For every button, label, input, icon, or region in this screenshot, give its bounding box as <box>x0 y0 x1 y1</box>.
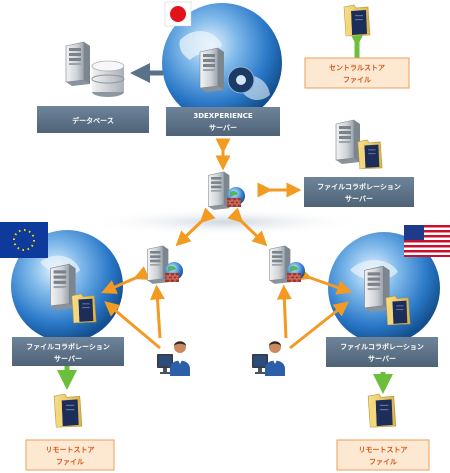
fcs-right-label-box <box>326 337 438 367</box>
remote-store-left-label-box <box>25 439 115 471</box>
fcs-left-node: ファイルコラボレーション サーバー <box>12 263 124 366</box>
server-icon <box>199 47 225 92</box>
folder-icon <box>367 393 397 428</box>
central-store-label-box <box>304 57 410 89</box>
flag-japan-icon <box>164 1 192 27</box>
arrow-hub-to-left-proxy <box>175 207 216 247</box>
fcs-top-node: ファイルコラボレーション サーバー <box>304 119 414 207</box>
fcs-left-label-box <box>12 337 124 366</box>
fcs-right-label-line1: ファイルコラボレーション <box>340 342 424 351</box>
folder-icon <box>53 393 83 428</box>
user-icon <box>157 341 190 376</box>
server-icon <box>335 119 361 164</box>
folder-icon <box>385 295 411 326</box>
firewall-icon <box>286 261 306 283</box>
experience-server-node: 3DEXPERIENCE サーバー <box>166 47 280 136</box>
left-proxy-node <box>147 245 184 284</box>
central-store-label-line2: ファイル <box>343 76 371 84</box>
database-node: データベース <box>37 41 149 133</box>
flag-eu-icon <box>0 222 48 258</box>
arrow-user-left-to-fcs <box>104 301 161 350</box>
central-store-node: セントラルストア ファイル <box>304 4 410 89</box>
remote-store-left-label-line2: ファイル <box>56 458 84 466</box>
database-icon <box>91 60 125 97</box>
firewall-icon <box>226 186 246 208</box>
arrow-user-right-to-fcs <box>289 301 349 350</box>
remote-store-right-label-line1: リモートストア <box>359 446 408 454</box>
fcs-right-label-line2: サーバー <box>368 355 396 363</box>
fcs-right-node: ファイルコラボレーション サーバー <box>326 265 438 367</box>
arrow-hub-to-right-proxy <box>227 207 268 247</box>
arrow-user-left-to-proxy <box>150 284 165 339</box>
fcs-top-label-line1: ファイルコラボレーション <box>317 182 401 191</box>
user-icon <box>252 341 285 376</box>
arrow-left-proxy-to-fcs <box>101 266 150 294</box>
remote-store-right-node: リモートストア ファイル <box>336 393 430 471</box>
experience-server-label-box <box>166 107 280 136</box>
remote-store-left-node: リモートストア ファイル <box>25 393 115 471</box>
hub-proxy-node <box>208 171 246 210</box>
folder-icon <box>343 4 371 37</box>
remote-store-right-label-line2: ファイル <box>369 458 397 466</box>
firewall-icon <box>164 261 184 283</box>
server-icon <box>65 41 91 86</box>
folder-icon <box>71 293 97 324</box>
fcs-top-label-line2: サーバー <box>345 195 373 203</box>
database-label: データベース <box>72 116 114 125</box>
horizon-shadow <box>86 208 366 236</box>
server-icon <box>208 171 230 210</box>
folder-icon <box>357 139 383 170</box>
flag-usa-icon <box>404 225 450 257</box>
central-store-label-line1: セントラルストア <box>329 64 385 72</box>
remote-store-left-label-line1: リモートストア <box>46 446 95 454</box>
remote-store-right-label-box <box>336 439 430 471</box>
fcs-top-label-box <box>304 177 414 207</box>
experience-server-label-line2: サーバー <box>209 124 237 132</box>
right-proxy-node <box>269 245 306 284</box>
experience-server-label-line1: 3DEXPERIENCE <box>193 112 253 120</box>
fcs-left-label-line2: サーバー <box>54 355 82 363</box>
server-icon <box>363 265 391 312</box>
server-icon <box>49 263 77 310</box>
arrow-right-proxy-to-fcs <box>295 266 353 295</box>
connection-arrows <box>57 27 393 394</box>
arrow-user-right-to-proxy <box>276 284 292 339</box>
database-label-box <box>37 106 149 133</box>
fcs-left-label-line1: ファイルコラボレーション <box>26 342 110 351</box>
